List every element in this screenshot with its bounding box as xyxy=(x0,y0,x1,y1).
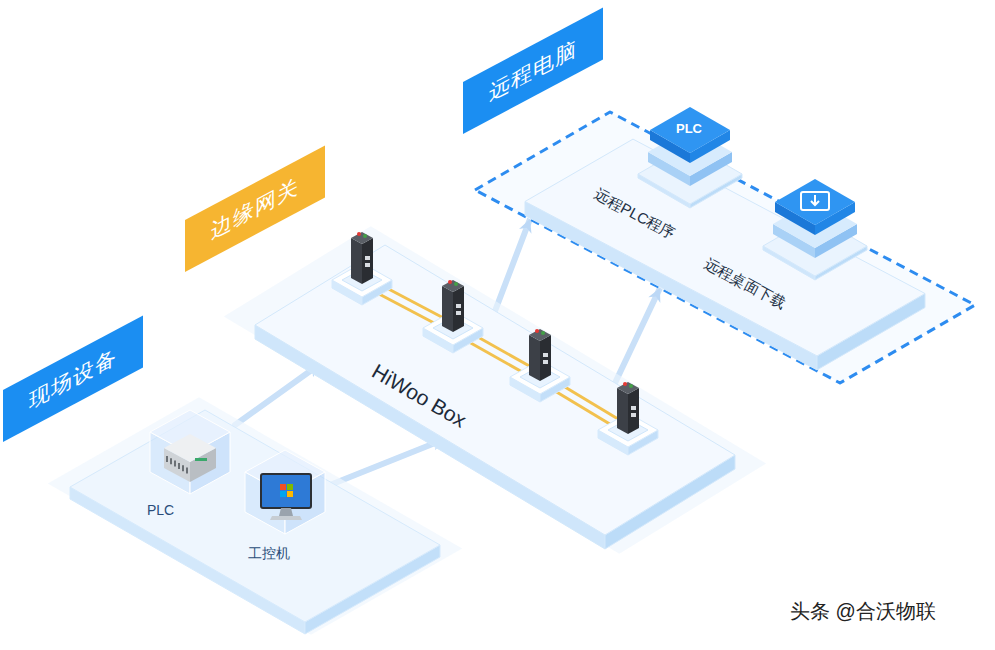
gateway-device xyxy=(540,335,551,381)
gateway-device xyxy=(617,382,639,394)
plc-terminal xyxy=(174,461,176,467)
flow-arrow xyxy=(495,219,530,311)
section-tag: 边缘网关 xyxy=(185,146,325,272)
windows-logo xyxy=(280,484,286,490)
gateway-device xyxy=(529,335,540,381)
device-led xyxy=(454,282,458,286)
plc-terminal xyxy=(166,456,168,462)
download-glyph xyxy=(811,195,819,205)
device-port xyxy=(365,256,370,260)
dashed-region xyxy=(475,112,975,383)
gateway-device xyxy=(362,238,373,284)
platform-halo xyxy=(48,397,462,634)
remote-plc-program-drawing xyxy=(638,107,742,208)
device-port xyxy=(456,304,461,308)
gateway-device xyxy=(453,286,464,332)
gateway-device xyxy=(529,329,551,341)
node-label: PLC xyxy=(147,502,174,519)
device-led xyxy=(363,234,367,238)
device-port xyxy=(543,360,548,364)
monitor-base xyxy=(270,516,302,520)
watermark: 头条 @合沃物联 xyxy=(790,598,936,625)
gateway-device xyxy=(442,280,464,292)
plc-terminal xyxy=(178,463,180,469)
device-led xyxy=(623,382,627,386)
node-label: 远程桌面下载 xyxy=(701,255,789,313)
gateway-device xyxy=(628,388,639,434)
windows-logo xyxy=(280,491,286,497)
gateway-device xyxy=(442,286,453,332)
monitor-stand xyxy=(279,508,293,516)
remote-desktop-download: 远程桌面下载 xyxy=(705,180,875,320)
plc-body xyxy=(164,434,216,462)
windows-logo xyxy=(287,491,293,497)
remote-desktop-download-drawing xyxy=(763,179,867,280)
gateway-device xyxy=(351,238,362,284)
industrial-pc-drawing xyxy=(245,450,325,534)
device-port xyxy=(365,263,370,267)
field-platform: 现场设备PLC工控机 xyxy=(60,395,450,640)
remote-plc-program: PLC远程PLC程序 xyxy=(600,105,745,240)
device-led xyxy=(629,384,633,388)
device-led xyxy=(448,280,452,284)
stack-top xyxy=(775,179,855,225)
plc-device-drawing xyxy=(150,410,230,494)
field-platform-slab xyxy=(70,410,440,622)
monitor-glyph xyxy=(801,192,829,210)
windows-logo xyxy=(287,484,293,490)
plc-led-strip xyxy=(195,458,207,461)
plc-terminal xyxy=(170,458,172,464)
section-tag: 远程电脑 xyxy=(463,8,603,134)
remote-platform-slab xyxy=(525,139,925,356)
monitor-screen xyxy=(261,474,311,508)
field-platform-drawing xyxy=(48,397,462,634)
node-label: 工控机 xyxy=(248,545,290,562)
device-port xyxy=(631,406,636,410)
flow-arrow xyxy=(235,364,320,425)
device-led xyxy=(535,329,539,333)
gateway-device xyxy=(617,388,628,434)
remote-desktop-download-outline xyxy=(705,180,875,320)
device-led xyxy=(357,232,361,236)
device-port xyxy=(631,413,636,417)
remote-pc-platform-drawing xyxy=(475,112,975,383)
flow-arrow xyxy=(615,288,660,383)
device-led xyxy=(541,331,545,335)
stack-top xyxy=(650,107,730,153)
flow-arrow xyxy=(330,439,445,485)
remote-pc-platform: 远程电脑PLC远程PLC程序远程桌面下载 xyxy=(470,70,985,390)
plc-device: PLC xyxy=(145,410,235,525)
device-port xyxy=(456,311,461,315)
plc-terminal xyxy=(182,465,184,471)
gateway-device xyxy=(351,232,373,244)
section-tag: 现场设备 xyxy=(3,316,143,442)
device-port xyxy=(543,353,548,357)
plc-terminal xyxy=(186,468,188,474)
node-label: PLC xyxy=(676,121,702,137)
industrial-pc: 工控机 xyxy=(240,450,330,568)
remote-plc-program-outline xyxy=(600,105,745,240)
remote-pc-platform-outline xyxy=(470,70,985,390)
glass-cube xyxy=(245,450,325,494)
